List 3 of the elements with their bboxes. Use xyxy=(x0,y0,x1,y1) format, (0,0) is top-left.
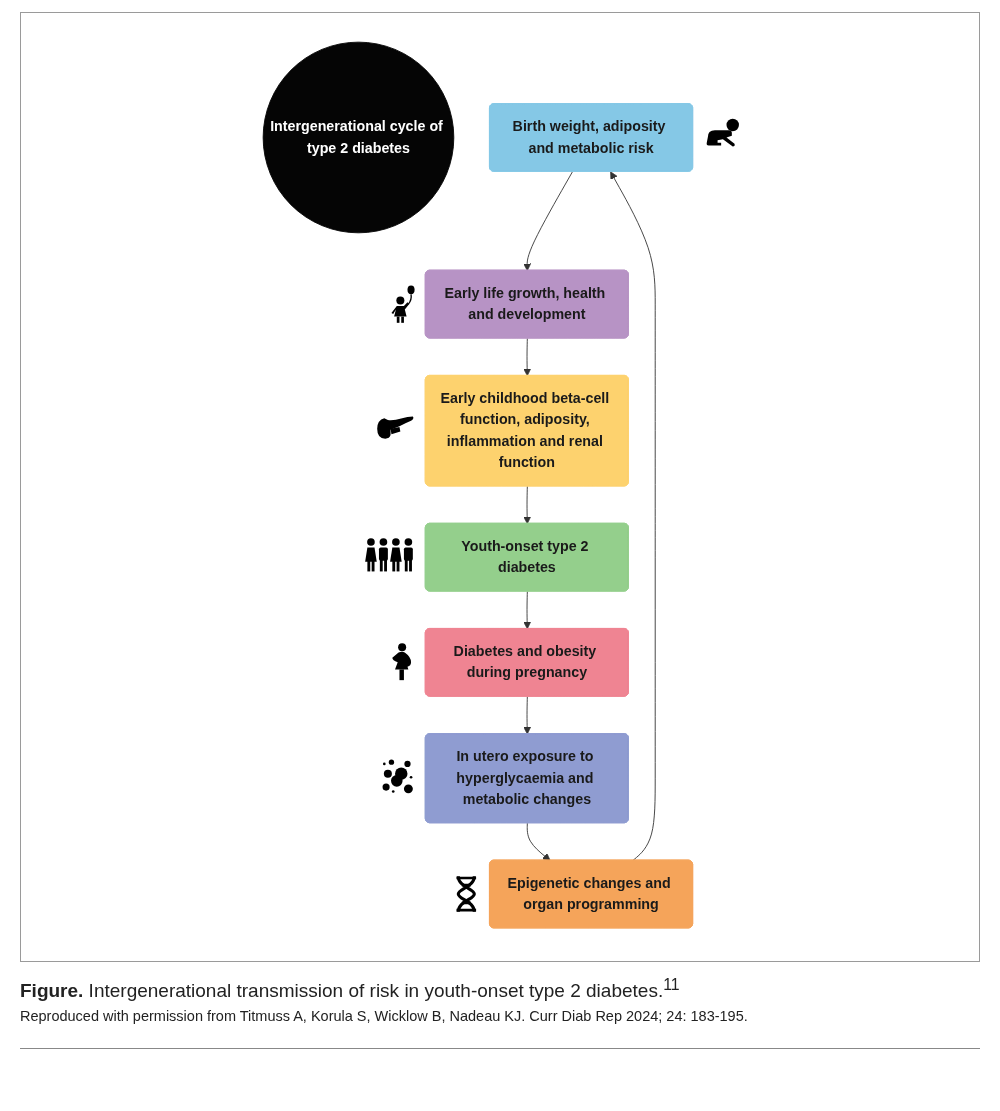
figure-caption: Figure. Intergenerational transmission of risk in youth-onset type 2 diabetes.$^{11}$ xyxy=(20,976,681,1003)
credit-note: Reproduced with permission from Titmuss A, Korula S, Wicklow B, Nadeau KJ. Curr Diab Rep 2024; 24: 183-195. xyxy=(20,1008,749,1025)
node-circle: Intergenerational cycle of type 2 diabetes xyxy=(262,41,455,234)
